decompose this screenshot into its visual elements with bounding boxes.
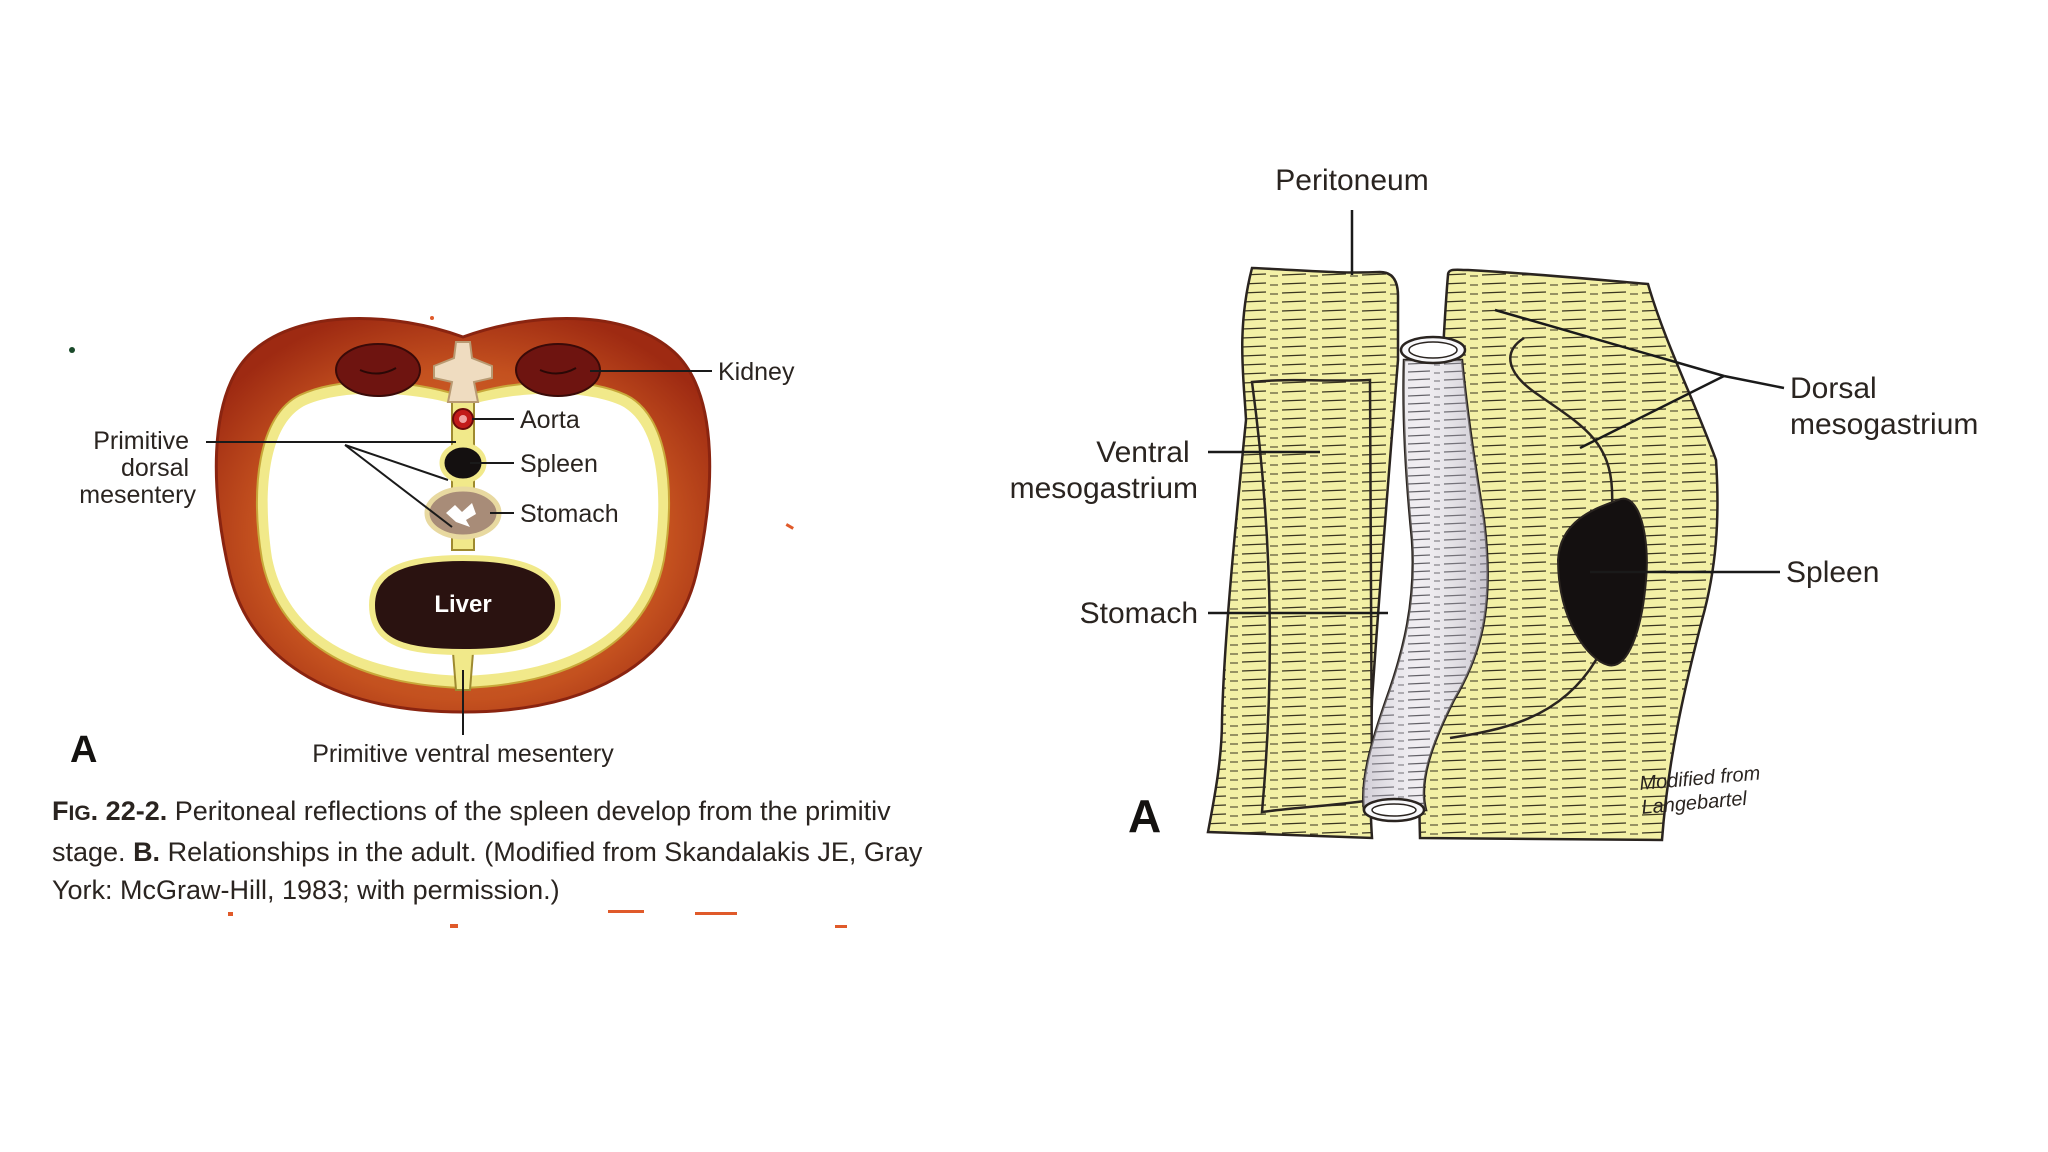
stomach-lumen bbox=[446, 503, 476, 527]
caption-line-2-text: Relationships in the adult. (Modified fr… bbox=[160, 837, 923, 867]
caption-line-2: stage. B. Relationships in the adult. (M… bbox=[52, 833, 952, 871]
cross-section-diagram: Liver Kidney Aorta Spleen Stomach Primit… bbox=[69, 316, 847, 928]
mesogastrium-diagram: Peritoneum Dorsal mesogastrium Ventral m… bbox=[1010, 164, 1979, 842]
dorsal-mesogastrium-line1: Dorsal bbox=[1790, 372, 1877, 405]
figure-credit: Modified from Langebartel bbox=[1639, 762, 1769, 819]
caption-fig-prefix: F bbox=[52, 796, 69, 826]
ventral-mesogastrium-fold bbox=[1250, 378, 1374, 814]
primitive-ventral-mesentery-label: Primitive ventral mesentery bbox=[312, 740, 614, 768]
liver-label: Liver bbox=[434, 591, 491, 618]
caption-panel-b-ref: B. bbox=[133, 837, 161, 867]
caption-line-3: York: McGraw-Hill, 1983; with permission… bbox=[52, 871, 952, 909]
primitive-dorsal-mesentery-line1: Primitive bbox=[93, 427, 189, 455]
ventral-mesogastrium-line2: mesogastrium bbox=[1010, 472, 1198, 505]
mesogastrium-figure: Peritoneum Dorsal mesogastrium Ventral m… bbox=[1000, 0, 2048, 1152]
kidney-label: Kidney bbox=[718, 358, 795, 386]
primitive-dorsal-mesentery-label: Primitive dorsal mesentery bbox=[79, 427, 196, 509]
kidney-right-hilum bbox=[539, 367, 577, 375]
caption-fig-prefix-small: IG bbox=[68, 802, 91, 825]
primitive-dorsal-mesentery-line3: mesentery bbox=[79, 481, 196, 509]
kidney-right bbox=[515, 343, 601, 397]
spleen bbox=[1556, 497, 1648, 667]
caption-line-1: FIG. 22-2. Peritoneal reflections of the… bbox=[52, 792, 952, 833]
right-panel-letter: A bbox=[1128, 790, 1161, 842]
kidney-left-hilum bbox=[359, 367, 397, 375]
spleen-label-right: Spleen bbox=[1786, 556, 1879, 589]
dorsal-mesogastrium-leader-1 bbox=[1494, 308, 1725, 378]
stomach-bottom-lumen bbox=[1371, 803, 1417, 817]
dorsal-mesogastrium-line2: mesogastrium bbox=[1790, 408, 1978, 441]
cross-section-figure: Liver Kidney Aorta Spleen Stomach Primit… bbox=[0, 0, 1000, 1152]
ventral-mesogastrium-line1: Ventral bbox=[1096, 436, 1189, 469]
primitive-dorsal-mesentery-line2: dorsal bbox=[121, 454, 189, 482]
spleen-label: Spleen bbox=[520, 450, 598, 478]
caption-fig-number: . 22-2. bbox=[90, 796, 168, 826]
ventral-mesogastrium-label: Ventral mesogastrium bbox=[1010, 436, 1198, 505]
caption-line-1-text: Peritoneal reflections of the spleen dev… bbox=[167, 796, 891, 826]
caption-figure-number: FIG. 22-2. bbox=[52, 796, 167, 826]
dorsal-mesogastrium-leader-3 bbox=[1723, 374, 1785, 390]
stomach-top-lumen bbox=[1408, 341, 1458, 359]
stomach-label: Stomach bbox=[520, 500, 619, 528]
aorta-lumen bbox=[459, 415, 467, 423]
dorsal-mesentery-leader-2 bbox=[344, 444, 449, 481]
vertebra bbox=[433, 341, 493, 403]
leader-lines-right bbox=[1208, 210, 1785, 615]
stomach-label-right: Stomach bbox=[1080, 597, 1198, 630]
dorsal-mesentery-leader-3 bbox=[344, 444, 453, 528]
caption-line-2-start: stage. bbox=[52, 837, 134, 867]
figure-caption: FIG. 22-2. Peritoneal reflections of the… bbox=[52, 792, 952, 909]
dorsal-mesogastrium-label: Dorsal mesogastrium bbox=[1790, 372, 1978, 441]
caption-line-3-text: York: McGraw-Hill, 1983; with permission… bbox=[52, 875, 560, 905]
aorta-label: Aorta bbox=[520, 406, 580, 434]
kidney-left bbox=[335, 343, 421, 397]
dorsal-mesogastrium-leader-2 bbox=[1579, 374, 1725, 450]
print-specks bbox=[69, 316, 847, 928]
peritoneum-label: Peritoneum bbox=[1275, 164, 1428, 197]
left-panel-letter: A bbox=[70, 729, 97, 771]
leader-lines bbox=[206, 370, 712, 735]
liver bbox=[368, 554, 562, 656]
stomach-shading bbox=[1363, 360, 1488, 810]
